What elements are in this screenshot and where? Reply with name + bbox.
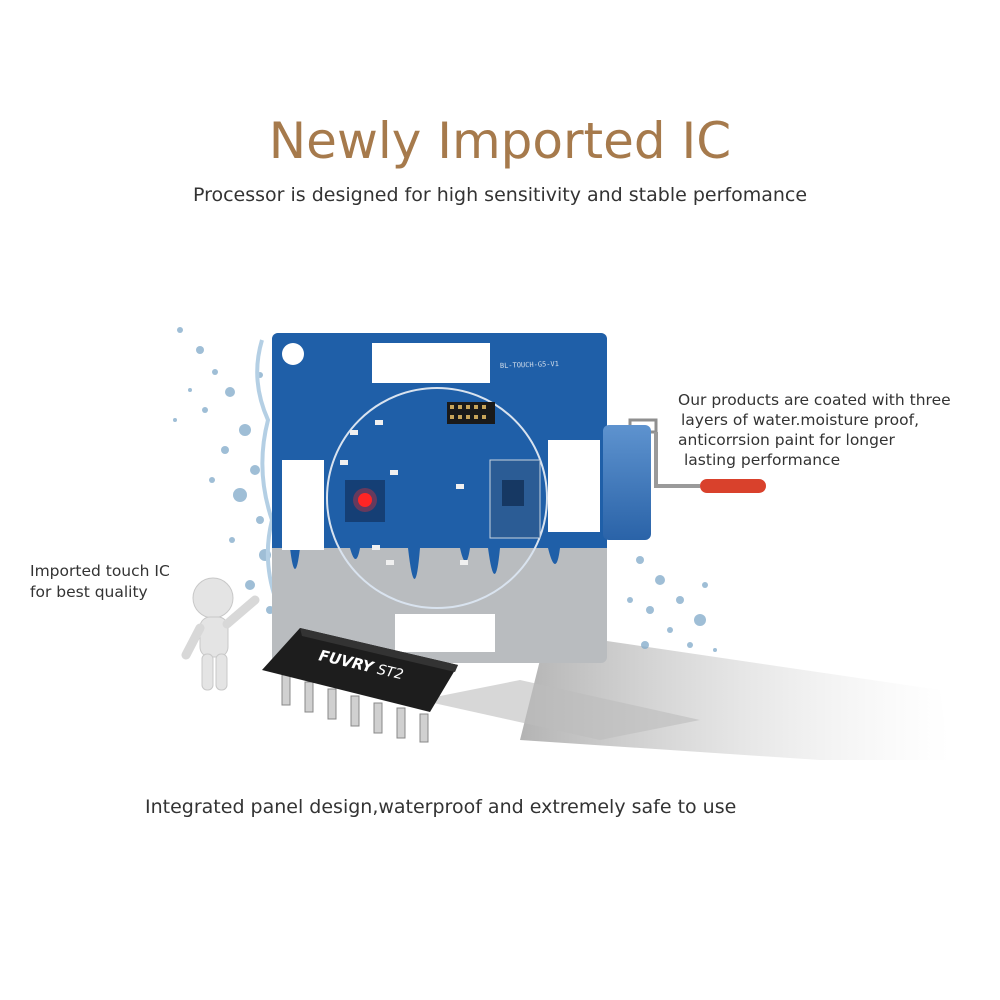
page-subtitle: Processor is designed for high sensitivi… [192, 184, 808, 206]
page-title: Newly Imported IC [268, 112, 732, 170]
coating-callout: Our products are coated with three layer… [678, 390, 978, 470]
touch-ic-callout: Imported touch IC for best quality [30, 561, 210, 603]
red-led [358, 493, 372, 507]
coating-line: lasting performance [684, 451, 841, 469]
board-silkscreen: BL-TOUCH-G5-V1 [500, 360, 559, 370]
chip-model: ST2 [376, 662, 405, 684]
paint-drips [272, 540, 607, 579]
pcb-board: BL-TOUCH-G5-V1 [272, 333, 607, 663]
footer-caption: Integrated panel design,waterproof and e… [145, 796, 737, 818]
pointing-figure-icon [181, 577, 260, 691]
chip-shadow [420, 680, 700, 740]
coating-line: Our products are coated with three [678, 391, 951, 409]
ic-chip: FUVRY ST2 [262, 628, 458, 743]
touch-ic-line: Imported touch IC [30, 562, 170, 580]
paint-roller-icon [603, 418, 766, 540]
coating-line: layers of water.moisture proof, [681, 411, 920, 429]
water-splash-right [627, 556, 717, 652]
water-splash-left [173, 327, 278, 614]
coating-line: anticorrsion paint for longer [678, 431, 895, 449]
touch-ic-line: for best quality [30, 583, 148, 601]
pin-header [447, 402, 495, 424]
